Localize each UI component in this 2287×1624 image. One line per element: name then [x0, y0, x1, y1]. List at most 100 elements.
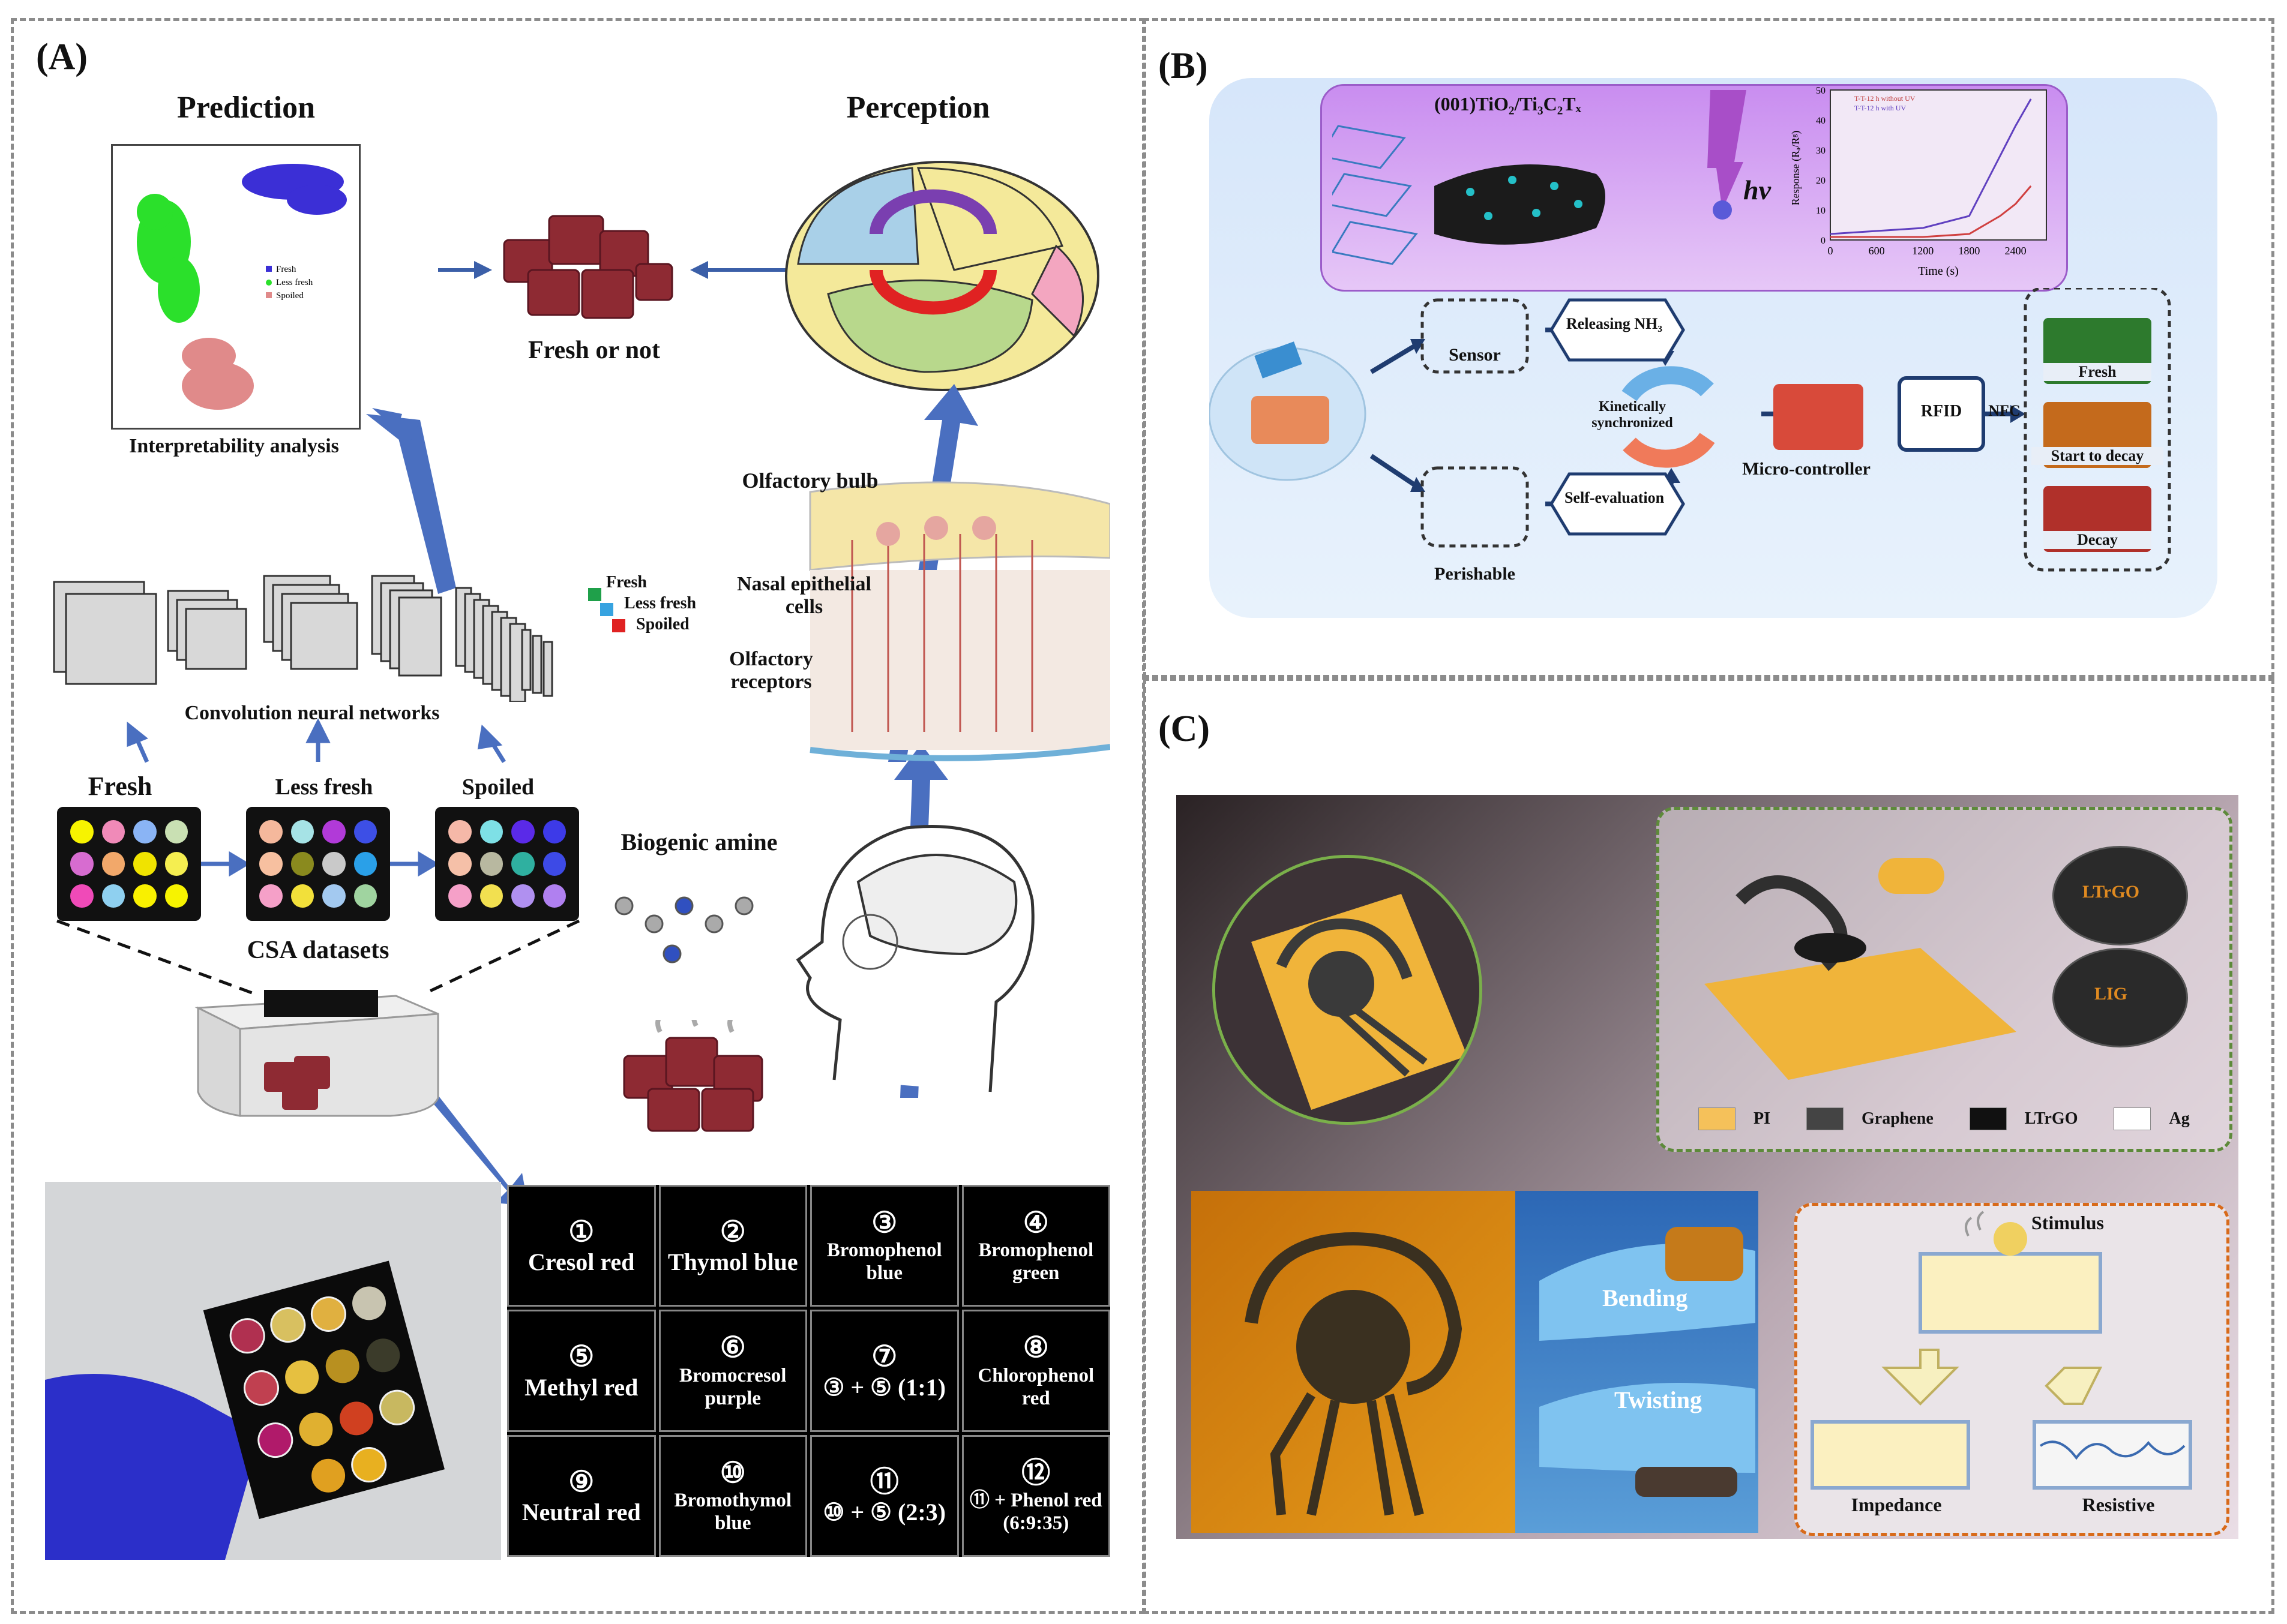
spoiled-spot [448, 884, 472, 908]
y-tick-label: 50 [1816, 86, 1826, 96]
dye-number: ② [720, 1216, 746, 1248]
cnn-label: Convolution neural networks [184, 702, 440, 724]
spoiled-spot [511, 884, 535, 908]
molecule-image [600, 870, 768, 978]
dye-number: ⑪ [870, 1466, 899, 1498]
array-label-fresh: Fresh [88, 772, 152, 801]
impedance-label: Impedance [1851, 1494, 1942, 1515]
chart-legend-with-uv: T-T-12 h with UV [1854, 104, 1906, 112]
arrows-to-meat [438, 261, 786, 279]
fresh-spot [101, 884, 125, 908]
dye-number: ③ [871, 1207, 898, 1239]
spoiled-spot [479, 820, 503, 844]
fresh-spot [164, 852, 188, 876]
device-overview [1212, 855, 1482, 1125]
legend-label: Graphene [1862, 1109, 1934, 1128]
csa-datasets-label: CSA datasets [247, 936, 389, 964]
hv-label: hv [1743, 175, 1771, 205]
x-tick-label: 0 [1828, 245, 1833, 257]
brain-image [774, 144, 1110, 408]
dye-number: ⑨ [568, 1466, 595, 1498]
dye-name: Neutral red [521, 1498, 641, 1526]
sensor-array-less-fresh [246, 807, 390, 921]
bending-label: Bending [1602, 1284, 1688, 1311]
dye-name: Cresol red [528, 1248, 635, 1276]
series-line-0 [1830, 185, 2032, 238]
chart-legend-without-uv: T-T-12 h without UV [1854, 94, 1916, 103]
state-decay: Decay [2043, 531, 2151, 549]
legend-swatch [1698, 1107, 1736, 1130]
device-photo [1191, 1191, 1515, 1533]
meat-bottom-image [612, 1005, 792, 1140]
panel-c-label: (C) [1158, 709, 1210, 749]
x-tick-label: 1200 [1912, 245, 1934, 257]
less-fresh-spot [322, 884, 346, 908]
state-start-to-decay: Start to decay [2031, 447, 2163, 465]
y-tick-label: 0 [1821, 236, 1826, 246]
spoiled-spot [542, 820, 566, 844]
dye-name: ⑪ + Phenol red (6:9:35) [969, 1489, 1102, 1534]
dye-number: ⑧ [1023, 1332, 1049, 1364]
cnn-output-less-fresh: Less fresh [624, 594, 697, 613]
spoiled-spot [448, 820, 472, 844]
meat-image [492, 198, 684, 336]
cluster-spoiled [182, 338, 254, 410]
dye-number: ⑥ [720, 1332, 746, 1364]
less-fresh-spot [353, 820, 377, 844]
rfid-label: RFID [1920, 402, 1962, 421]
legend-label: LTrGO [2024, 1109, 2078, 1128]
perishable-label: Perishable [1434, 564, 1515, 584]
microcontroller-label: Micro-controller [1742, 459, 1871, 479]
spoiled-spot [511, 820, 535, 844]
fresh-spot [133, 820, 157, 844]
lrgo-micrograph [2052, 846, 2188, 945]
tsne-scatter: Fresh Less fresh Spoiled [137, 164, 347, 410]
legend-spoiled: Spoiled [276, 291, 304, 301]
dataset-projection [56, 919, 580, 995]
lig-micrograph [2052, 948, 2188, 1047]
dye-name: Thymol blue [667, 1248, 798, 1276]
human-head [786, 804, 1056, 1104]
sensor-array-spoiled [435, 807, 579, 921]
stimulus-label: Stimulus [2031, 1212, 2104, 1233]
x-tick-label: 600 [1869, 245, 1885, 257]
legend-swatch [1806, 1107, 1844, 1130]
bending-photo [1515, 1191, 1758, 1533]
dye-number: ⑦ [871, 1341, 898, 1373]
less-fresh-spot [322, 820, 346, 844]
resistive-label: Resistive [2082, 1494, 2155, 1515]
sensor-label: Sensor [1449, 345, 1501, 365]
sensor-array-fresh [57, 807, 201, 921]
cluster-fresh [242, 164, 347, 215]
kinetic-label: Kinetically synchronized [1591, 399, 1673, 431]
x-tick-label: 2400 [2005, 245, 2027, 257]
exploded-device [1668, 828, 2028, 1092]
fresh-spot [101, 852, 125, 876]
less-fresh-spot [353, 852, 377, 876]
spoiled-spot [479, 884, 503, 908]
dye-name: ⑩ + ⑤ (2:3) [823, 1498, 946, 1526]
material-structure [1318, 114, 1668, 276]
dye-number: ④ [1023, 1207, 1049, 1239]
light-bolt [1692, 90, 1764, 228]
less-fresh-spot [259, 884, 283, 908]
cnn-output-spoiled: Spoiled [636, 615, 690, 634]
legend-fresh: Fresh [276, 265, 296, 274]
series-line-1 [1830, 98, 2032, 235]
x-tick-label: 1800 [1958, 245, 1980, 257]
lrgo-label: LTrGO [2082, 882, 2140, 902]
spoiled-spot [479, 852, 503, 876]
olfactory-bulb-label: Olfactory bulb [742, 469, 879, 493]
lig-label: LIG [2094, 984, 2128, 1004]
